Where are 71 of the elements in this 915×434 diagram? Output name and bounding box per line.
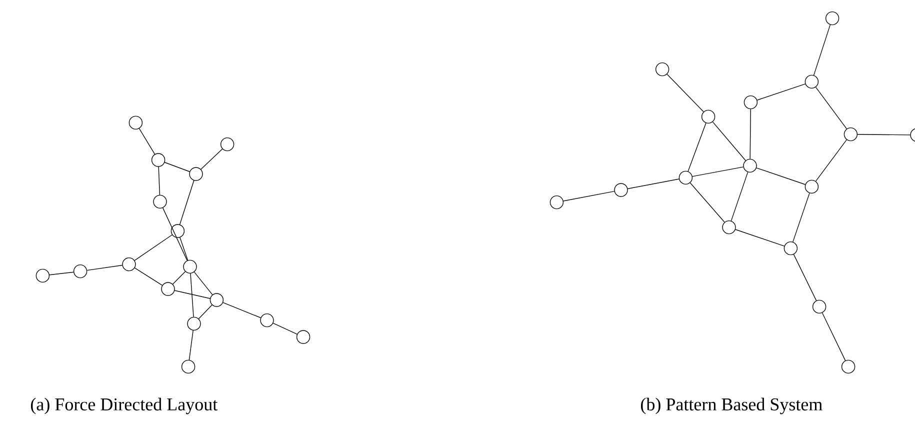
edge-line (815, 86, 847, 130)
graph-node-circle (614, 183, 628, 197)
edge-line (86, 264, 123, 271)
edge-line (162, 208, 188, 261)
graph-node-circle (743, 158, 757, 173)
edge-line (49, 272, 74, 276)
graph-node-circle (841, 360, 856, 374)
edge-line (164, 162, 190, 172)
graph-node-circle (550, 195, 564, 210)
edge-line (134, 268, 163, 286)
edge-line (666, 74, 704, 112)
edge-line (200, 148, 223, 170)
edge-line (750, 108, 751, 160)
edge-line (730, 172, 748, 222)
edge-line (692, 166, 744, 177)
graph-node-circle (128, 116, 143, 130)
graph-node-circle (296, 330, 310, 344)
graph-node-circle (181, 360, 196, 374)
graph-node-circle (784, 241, 798, 256)
edge-line (627, 178, 680, 190)
graph-node-circle (220, 137, 234, 152)
edge-line (756, 168, 806, 185)
graph-node-circle (122, 257, 136, 272)
graph-node-circle (844, 127, 858, 142)
graph-node-circle (804, 180, 819, 194)
graph-node-circle (812, 300, 826, 314)
graph-node-circle (260, 313, 274, 328)
graph-node-circle (170, 224, 185, 238)
graph-node-circle (722, 220, 736, 234)
graph-node-circle (655, 62, 670, 76)
edge-line (793, 254, 817, 301)
edge-line (179, 180, 194, 225)
graph-node-circle (804, 74, 819, 89)
graph-node-circle (678, 170, 693, 185)
edge-line (756, 84, 806, 100)
edge-line (174, 290, 210, 299)
edge-line (792, 192, 810, 242)
graph-node-circle (825, 11, 840, 26)
edge-line (190, 273, 194, 318)
edge-line (180, 237, 188, 261)
graph-node-circle (189, 167, 203, 181)
edge-line (158, 166, 160, 196)
edge-line (688, 122, 706, 172)
graph-node-circle (183, 260, 197, 274)
edge-line (138, 128, 156, 154)
graph-node-circle (744, 95, 758, 110)
graph-node-circle (36, 268, 50, 283)
edge-line (272, 322, 298, 334)
edge-line (690, 182, 725, 222)
edge-line (815, 139, 847, 182)
graph-node-circle (73, 264, 88, 278)
caption: (b) Pattern Based System (641, 398, 822, 414)
edge-line (198, 304, 212, 320)
edge-line (172, 271, 186, 284)
graph-node-circle (151, 153, 166, 167)
edge-line (188, 330, 194, 360)
edge-line (194, 272, 213, 296)
edge-line (222, 302, 261, 318)
graph-node-circle (210, 293, 224, 307)
graph-node-circle (701, 110, 716, 124)
edge-line (735, 229, 785, 246)
graph-node-circle (187, 316, 201, 331)
edge-line (813, 24, 831, 76)
edge-line (857, 134, 910, 136)
caption: (a) Force Directed Layout (30, 398, 218, 414)
edge-line (822, 312, 846, 361)
edge-line (712, 122, 746, 161)
graph-node-circle (153, 194, 167, 209)
edge-line (134, 234, 172, 261)
edge-line (563, 190, 615, 202)
graph-node-circle (161, 282, 175, 296)
